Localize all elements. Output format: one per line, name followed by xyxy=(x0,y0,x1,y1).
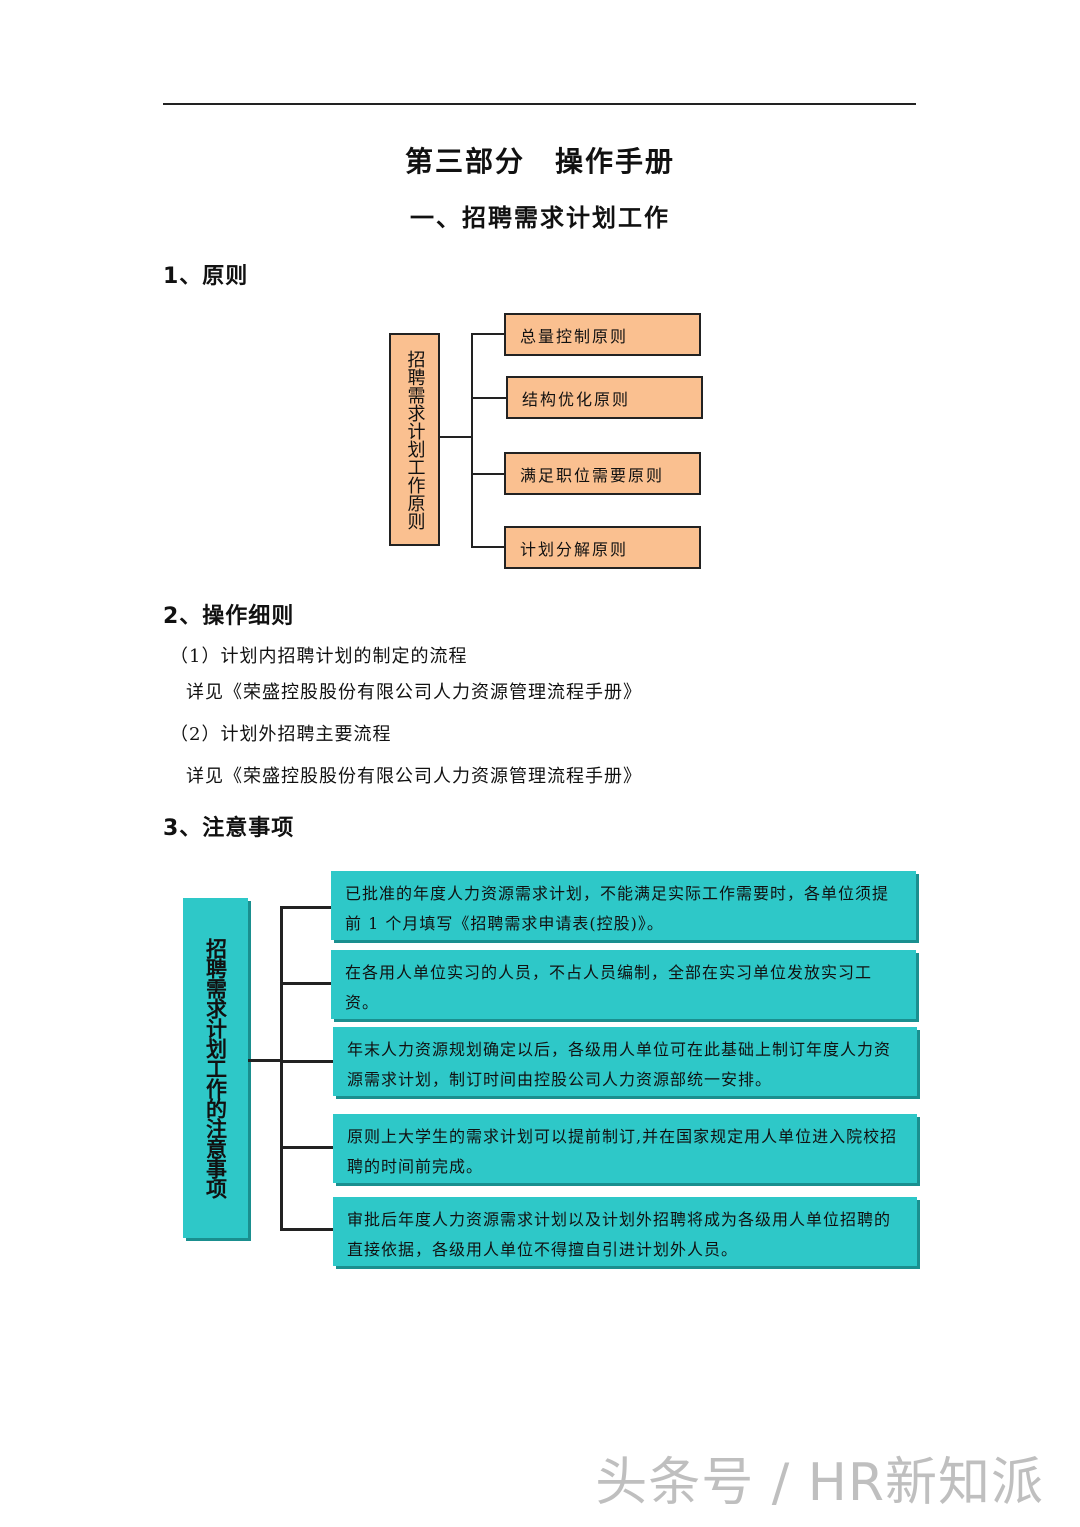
connector-root xyxy=(248,1059,282,1062)
note-box: 年末人力资源规划确定以后，各级用人单位可在此基础上制订年度人力资源需求计划，制订… xyxy=(333,1027,917,1096)
section1-heading: 1、原则 xyxy=(163,264,249,289)
connector-branch-4 xyxy=(471,546,504,548)
note-box: 已批准的年度人力资源需求计划，不能满足实际工作需要时，各单位须提前 1 个月填写… xyxy=(331,871,916,940)
connector-branch-1 xyxy=(471,333,504,335)
connector-branch-2 xyxy=(280,982,332,985)
connector-trunk xyxy=(280,906,283,1231)
section2-heading: 2、操作细则 xyxy=(163,604,295,629)
procedure-item-detail: 详见《荣盛控股股份有限公司人力资源管理流程手册》 xyxy=(186,682,642,703)
connector-branch-2 xyxy=(471,397,506,399)
connector-branch-1 xyxy=(280,906,332,909)
section3-heading: 3、注意事项 xyxy=(163,816,295,841)
principle-box: 满足职位需要原则 xyxy=(504,452,701,495)
principle-box: 计划分解原则 xyxy=(504,526,701,569)
connector-trunk xyxy=(471,333,473,548)
principles-root-box: 招聘需求计划工作原则 xyxy=(389,333,440,546)
watermark: 头条号 / HR新知派 xyxy=(595,1453,1044,1513)
notes-root-box: 招聘需求计划工作的注意事项 xyxy=(183,898,248,1238)
connector-branch-5 xyxy=(280,1228,334,1231)
chapter-title: 一、招聘需求计划工作 xyxy=(410,204,670,232)
principle-box: 总量控制原则 xyxy=(504,313,701,356)
part-title: 第三部分 操作手册 xyxy=(404,145,675,178)
header-rule xyxy=(163,103,916,105)
principle-box: 结构优化原则 xyxy=(506,376,703,419)
procedure-item-title: （1）计划内招聘计划的制定的流程 xyxy=(170,646,468,667)
connector-branch-3 xyxy=(280,1060,334,1063)
connector-branch-4 xyxy=(280,1146,334,1149)
note-box: 在各用人单位实习的人员，不占人员编制，全部在实习单位发放实习工资。 xyxy=(331,950,916,1019)
connector-root xyxy=(440,436,472,438)
note-box: 原则上大学生的需求计划可以提前制订,并在国家规定用人单位进入院校招聘的时间前完成… xyxy=(333,1114,917,1183)
note-box: 审批后年度人力资源需求计划以及计划外招聘将成为各级用人单位招聘的直接依据，各级用… xyxy=(333,1197,917,1266)
procedure-item-detail: 详见《荣盛控股股份有限公司人力资源管理流程手册》 xyxy=(186,766,642,787)
procedure-item-title: （2）计划外招聘主要流程 xyxy=(170,724,392,745)
connector-branch-3 xyxy=(471,473,504,475)
